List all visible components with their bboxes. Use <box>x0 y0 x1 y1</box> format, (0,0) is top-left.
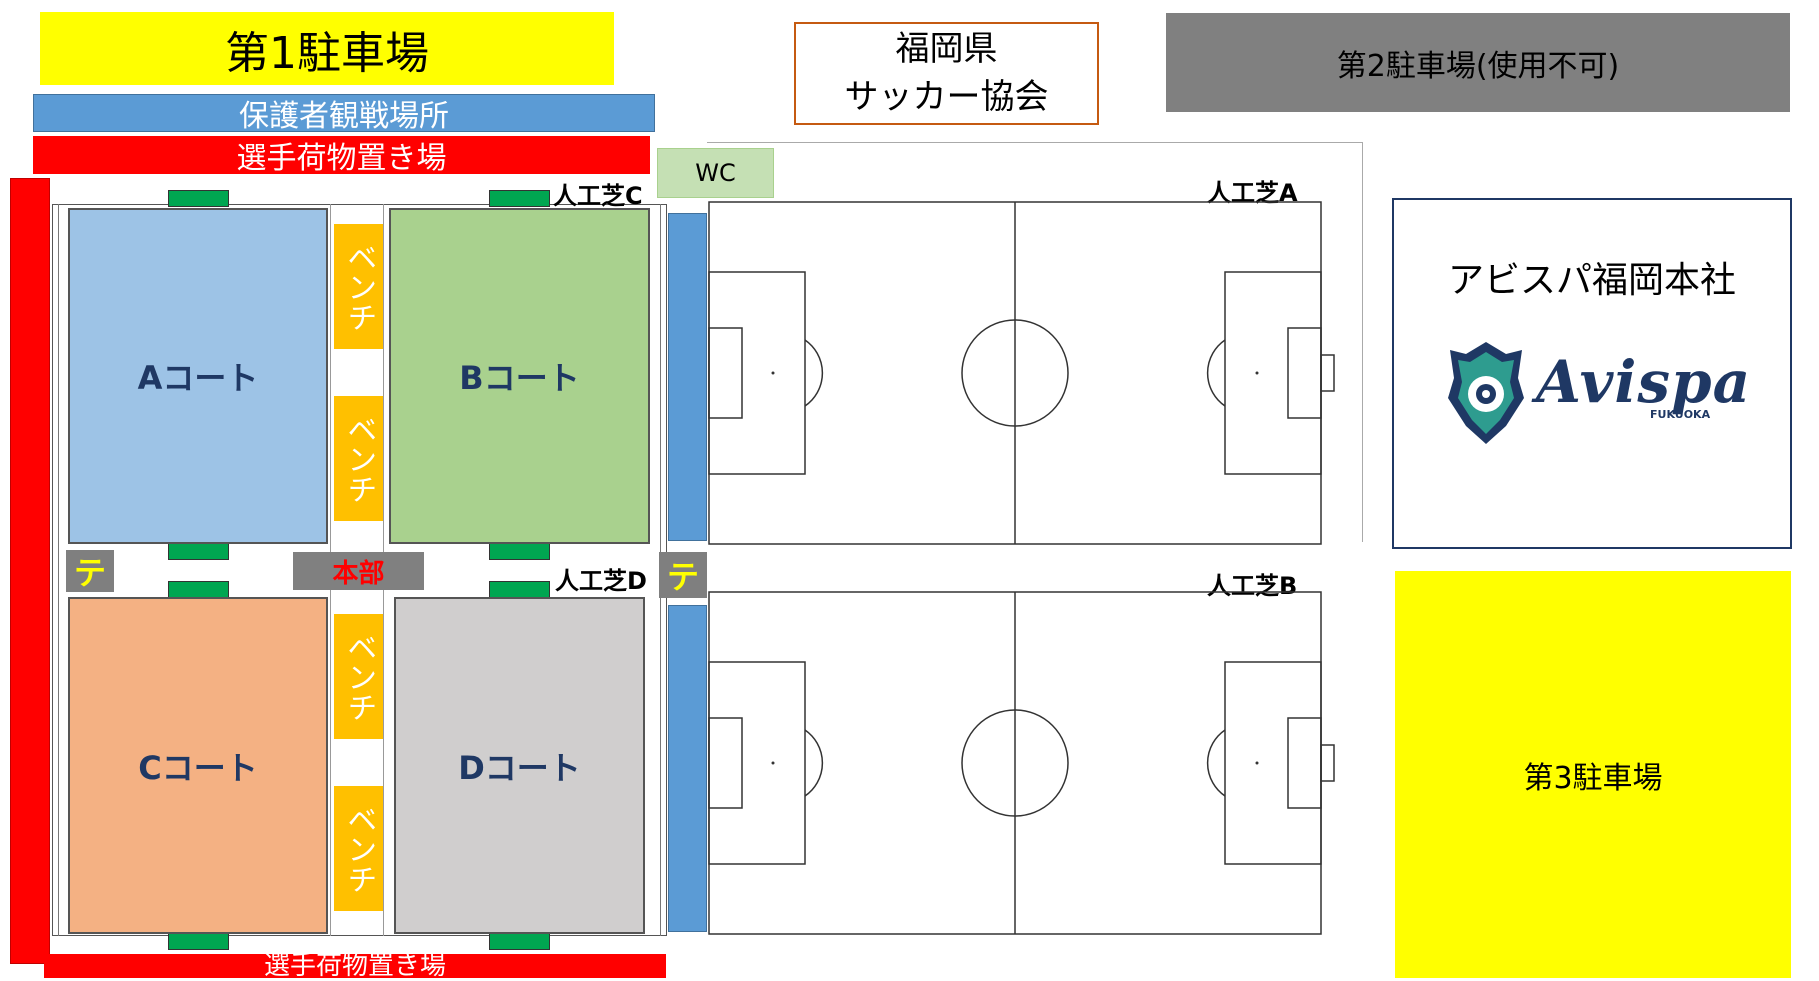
soccer-field-b <box>708 591 1335 935</box>
tent-right-label: テ <box>666 558 699 596</box>
tent-left: テ <box>66 550 114 592</box>
turf-a-boundary <box>707 142 1363 542</box>
headquarters-label: 本部 <box>332 558 385 589</box>
luggage-area-top: 選手荷物置き場 <box>33 136 650 176</box>
goal-c-bottom <box>168 933 229 950</box>
luggage-area-top-label: 選手荷物置き場 <box>236 141 447 176</box>
court-b: Bコート <box>389 208 650 544</box>
court-a: Aコート <box>68 208 328 544</box>
bench-2-label: ベンチ <box>341 413 377 504</box>
turf-left-inner-line <box>58 204 59 936</box>
turf-b-label: 人工芝B <box>1207 572 1298 600</box>
soccer-field-a <box>708 201 1335 545</box>
luggage-area-bottom-label: 選手荷物置き場 <box>263 951 446 981</box>
bench-4: ベンチ <box>334 786 383 911</box>
goal-c-top <box>168 581 229 598</box>
guardian-strip-upper <box>668 213 707 541</box>
turf-c-label: 人工芝C <box>553 182 643 210</box>
bench-4-label: ベンチ <box>341 803 377 894</box>
headquarters: 本部 <box>293 552 424 590</box>
parking-2: 第2駐車場(使用不可) <box>1166 13 1790 112</box>
avispa-title: アビスパ福岡本社 <box>1447 260 1736 301</box>
court-c: Cコート <box>68 597 328 934</box>
parking-1-label: 第1駐車場 <box>225 27 429 79</box>
court-a-label: Aコート <box>137 359 259 397</box>
guardian-viewing-area: 保護者観戦場所 <box>33 94 655 134</box>
parking-3-label: 第3駐車場 <box>1523 760 1663 796</box>
goal-a-top <box>168 190 229 207</box>
bench-2: ベンチ <box>334 396 383 521</box>
luggage-area-bottom: 選手荷物置き場 <box>44 951 666 981</box>
goal-d-bottom <box>489 933 550 950</box>
wc: WC <box>657 148 774 198</box>
bench-3: ベンチ <box>334 614 383 739</box>
bench-3-label: ベンチ <box>341 631 377 722</box>
parking-2-label: 第2駐車場(使用不可) <box>1336 48 1620 84</box>
avispa-emblem-icon <box>1448 342 1524 444</box>
association-line-2: サッカー協会 <box>844 76 1049 117</box>
avispa-logo-sub: FUKUOKA <box>1650 408 1711 421</box>
goal-b-bottom <box>489 543 550 560</box>
association-office: 福岡県 サッカー協会 <box>794 22 1099 125</box>
tent-right: テ <box>659 552 707 598</box>
goal-a-bottom <box>168 543 229 560</box>
goal-b-top <box>489 190 550 207</box>
avispa-logo-text: Avispa <box>1536 348 1752 416</box>
bench-1: ベンチ <box>334 224 383 349</box>
guardian-viewing-label: 保護者観戦場所 <box>239 99 449 134</box>
association-line-1: 福岡県 <box>895 28 998 69</box>
court-d-label: Dコート <box>458 748 581 787</box>
parking-3: 第3駐車場 <box>1395 571 1791 978</box>
court-b-label: Bコート <box>459 359 580 397</box>
wc-label: WC <box>695 159 736 187</box>
luggage-side-strip <box>10 178 50 964</box>
goal-d-top <box>489 581 550 598</box>
bench-1-label: ベンチ <box>341 241 377 332</box>
tent-left-label: テ <box>73 554 106 592</box>
guardian-strip-lower <box>668 605 707 932</box>
avispa-headquarters: アビスパ福岡本社 Avispa FUKUOKA <box>1392 198 1792 549</box>
parking-1: 第1駐車場 <box>40 12 614 85</box>
court-d: Dコート <box>394 597 645 934</box>
turf-d-label: 人工芝D <box>555 567 647 595</box>
court-c-label: Cコート <box>138 748 258 787</box>
